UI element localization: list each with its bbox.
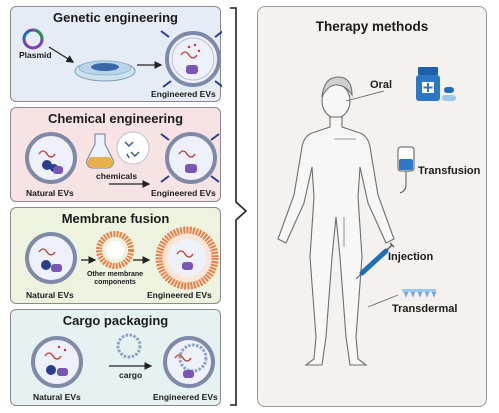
cargo-packaging-panel: Cargo packaging Natural EVs cargo Engine… bbox=[10, 309, 221, 406]
vesicle-icon bbox=[31, 336, 83, 388]
vesicle-icon bbox=[155, 226, 219, 290]
vesicle-icon bbox=[25, 232, 77, 284]
input-label: Natural EVs bbox=[26, 290, 74, 300]
output-label: Engineered EVs bbox=[151, 188, 216, 198]
cargo-ring-icon bbox=[116, 333, 142, 359]
genetic-engineering-panel: Genetic engineering bbox=[10, 6, 222, 102]
vesicle-icon bbox=[160, 132, 220, 184]
reagent-label: Other membrane components bbox=[86, 271, 144, 286]
chemical-engineering-panel: Chemical engineering bbox=[10, 107, 221, 202]
vesicle-icon bbox=[163, 336, 215, 388]
therapy-title: Therapy methods bbox=[315, 19, 429, 34]
panel-title: Cargo packaging bbox=[62, 313, 169, 328]
therapy-illustration bbox=[277, 67, 456, 366]
vesicle-icon bbox=[160, 30, 222, 88]
reagent-label: chemicals bbox=[96, 171, 138, 181]
pill-bottle-icon bbox=[416, 67, 456, 101]
cargo-packaging-illustration bbox=[31, 333, 215, 388]
flask-icon bbox=[86, 133, 114, 169]
transdermal-label: Transdermal bbox=[392, 303, 458, 315]
output-label: Engineered EVs bbox=[153, 392, 218, 402]
output-label: Engineered EVs bbox=[147, 290, 212, 300]
panel-title: Membrane fusion bbox=[61, 211, 170, 226]
membrane-fusion-illustration bbox=[25, 226, 219, 290]
reagent-label: cargo bbox=[119, 370, 143, 380]
membrane-fusion-panel: Membrane fusion Natural EVs Other membra… bbox=[10, 207, 221, 304]
oral-label: Oral bbox=[370, 79, 393, 91]
output-label: Engineered EVs bbox=[151, 89, 216, 99]
injection-label: Injection bbox=[388, 251, 434, 263]
petri-dish-icon bbox=[74, 60, 136, 82]
panel-title: Chemical engineering bbox=[47, 111, 184, 126]
iv-bag-icon bbox=[397, 146, 415, 194]
chemicals-icon bbox=[116, 131, 150, 165]
plasmid-icon bbox=[22, 28, 44, 50]
bracket-icon bbox=[230, 7, 248, 406]
plasmid-label: Plasmid bbox=[19, 50, 52, 60]
human-figure-icon bbox=[277, 76, 395, 366]
panel-title: Genetic engineering bbox=[53, 10, 178, 25]
syringe-icon bbox=[355, 242, 395, 280]
genetic-engineering-illustration bbox=[22, 28, 222, 88]
chemical-engineering-illustration bbox=[25, 131, 220, 188]
input-label: Natural EVs bbox=[26, 188, 74, 198]
transfusion-label: Transfusion bbox=[418, 165, 481, 177]
vesicle-icon bbox=[25, 132, 77, 184]
microneedle-patch-icon bbox=[402, 289, 437, 298]
input-label: Natural EVs bbox=[33, 392, 81, 402]
liposome-icon bbox=[96, 231, 134, 269]
therapy-methods-panel: Therapy methods bbox=[257, 6, 487, 407]
